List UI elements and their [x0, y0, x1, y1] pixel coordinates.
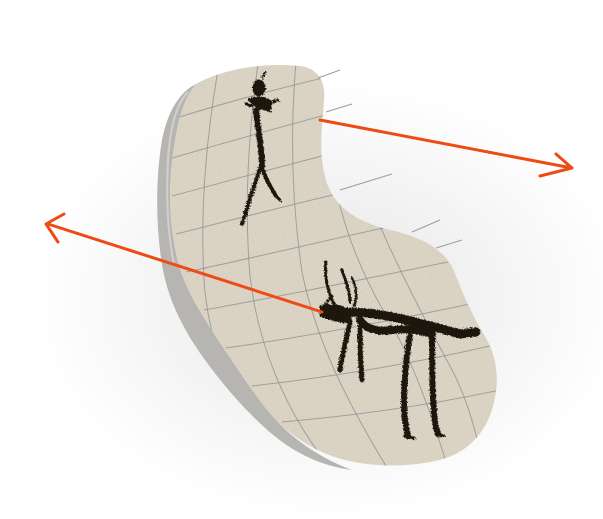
scene	[0, 0, 603, 519]
